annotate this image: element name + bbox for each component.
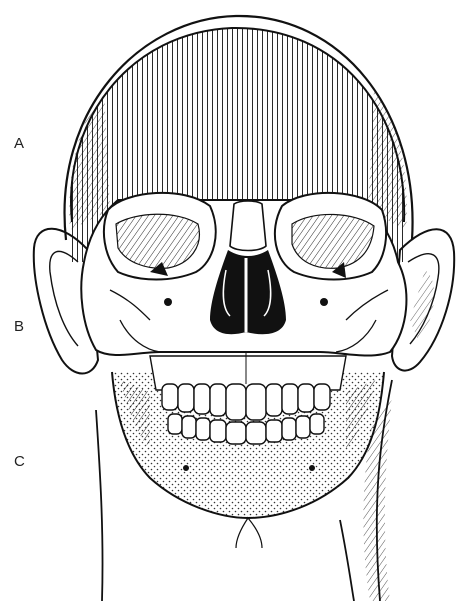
teeth — [150, 356, 346, 444]
region-label-a: A — [14, 135, 24, 152]
nasal-bone — [230, 201, 266, 251]
facial-skeleton — [81, 193, 406, 356]
region-label-b: B — [14, 318, 24, 335]
region-label-c: C — [14, 453, 25, 470]
